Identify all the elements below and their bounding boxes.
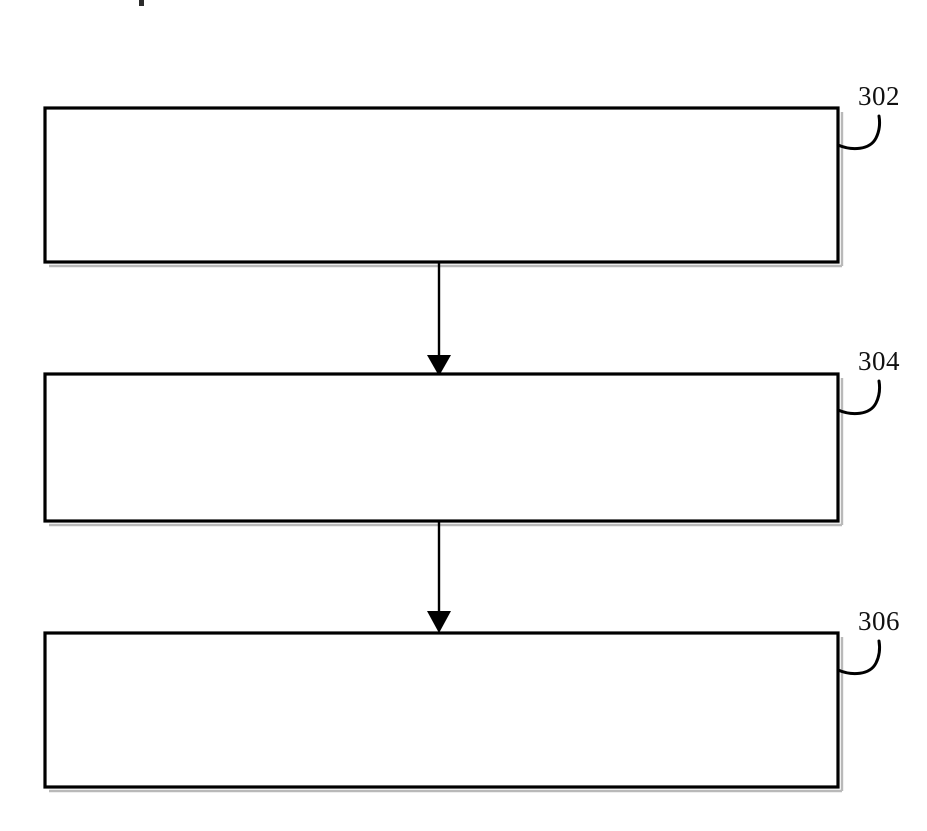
leader-line-302 [836, 114, 882, 151]
leader-line-304 [836, 379, 882, 416]
process-box-302-outline [43, 106, 840, 264]
process-box-306[interactable] [43, 631, 844, 793]
process-box-302-fill [45, 108, 838, 262]
process-box-306-fill [45, 633, 838, 787]
reference-numeral-304: 304 [858, 346, 900, 376]
connector-304-to-306 [427, 521, 451, 633]
reference-numeral-302-group: 302 [836, 81, 900, 151]
process-box-304-shadow [49, 378, 844, 527]
leader-line-306 [836, 639, 882, 676]
connector-302-to-304 [427, 262, 451, 376]
scan-artifact-speck [139, 0, 144, 6]
reference-numeral-304-group: 304 [836, 346, 900, 416]
connector-304-to-306-arrowhead [427, 611, 451, 633]
process-box-302[interactable] [43, 106, 844, 268]
reference-numeral-306: 306 [858, 606, 900, 636]
reference-numeral-306-group: 306 [836, 606, 900, 676]
reference-numeral-302: 302 [858, 81, 900, 111]
process-box-304-fill [45, 374, 838, 521]
process-box-306-shadow [49, 637, 844, 793]
process-box-304[interactable] [43, 372, 844, 527]
connector-302-to-304-arrowhead [427, 355, 451, 376]
process-box-306-outline [43, 631, 840, 789]
process-box-304-outline [43, 372, 840, 523]
process-box-302-shadow [49, 112, 844, 268]
